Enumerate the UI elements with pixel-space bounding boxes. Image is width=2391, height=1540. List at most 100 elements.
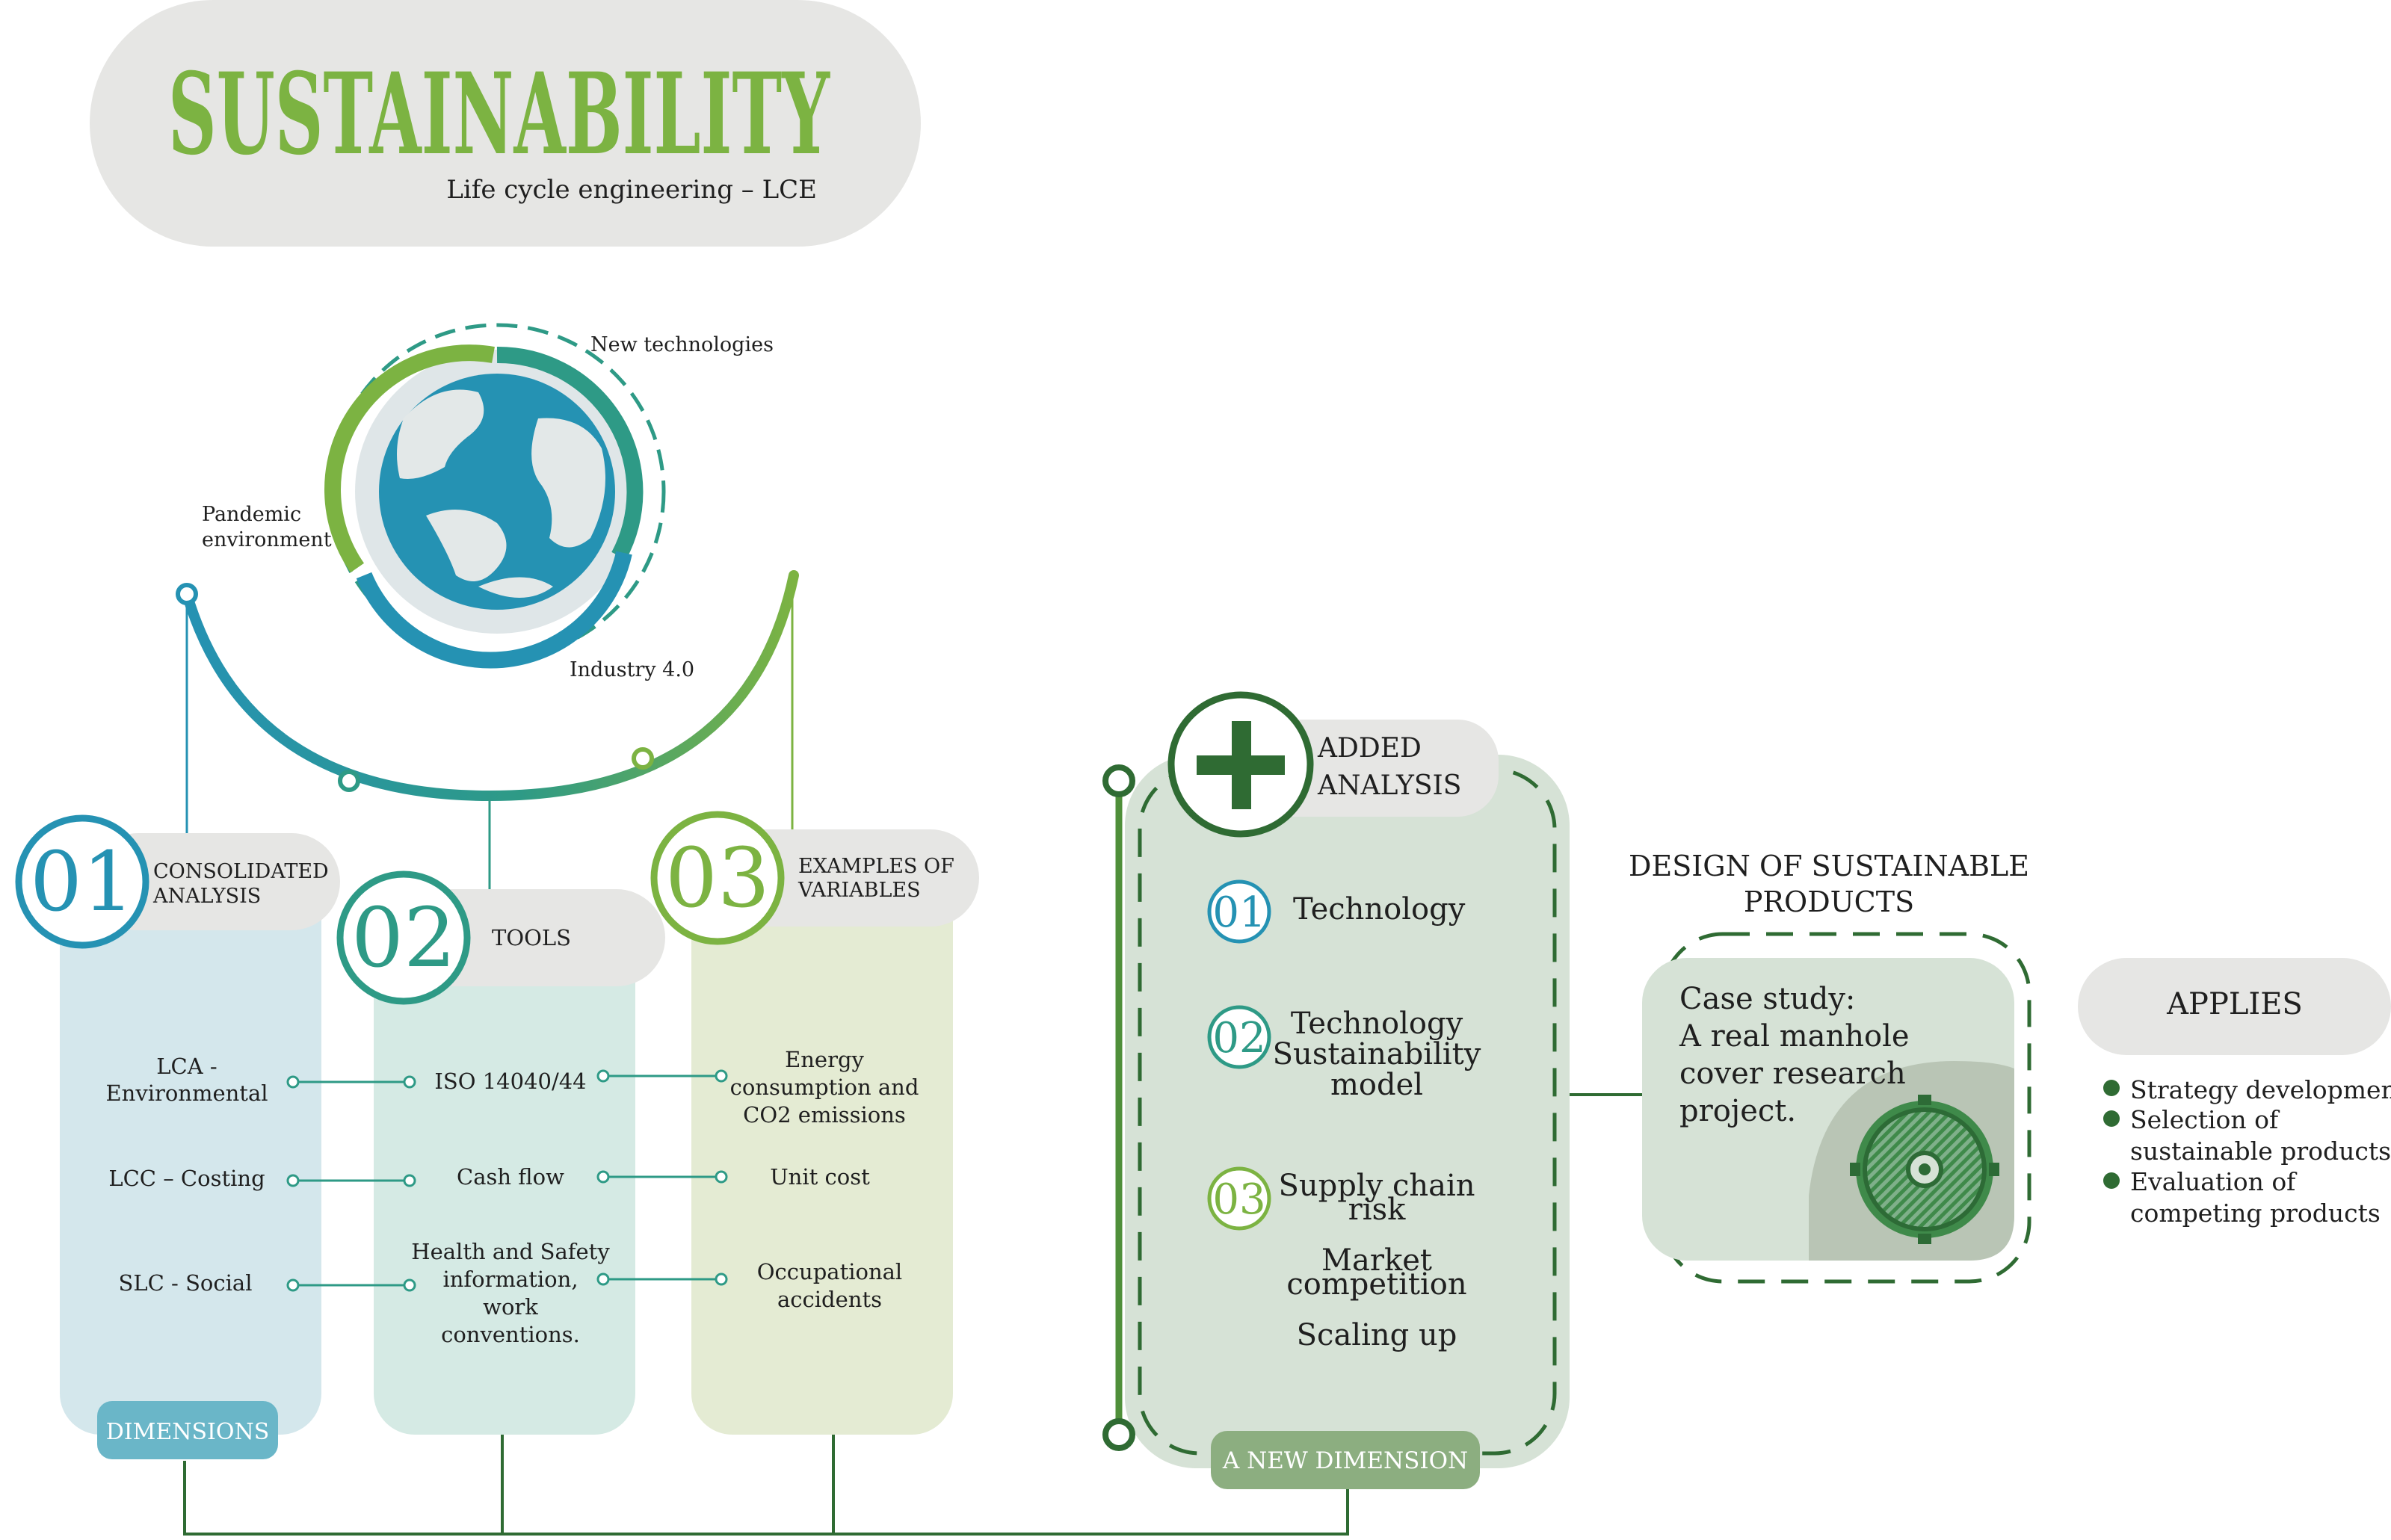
applies-section: APPLIES Strategy development Selection o… — [2078, 958, 2391, 1228]
case-line-4: project. — [1679, 1094, 1796, 1128]
column-tools: 02 TOOLS ISO 14040/44 Cash flow Health a… — [336, 870, 665, 1435]
new-dimension-label: A NEW DIMENSION — [1222, 1447, 1468, 1474]
added-item-2-line-2: Sustainability — [1273, 1037, 1481, 1071]
column-1-title-line2: ANALYSIS — [152, 885, 261, 908]
new-dimension-badge — [1211, 1431, 1480, 1489]
column-2-row-2: Cash flow — [457, 1164, 564, 1190]
column-2-row-3-line-2: information, — [442, 1267, 578, 1292]
header: SUSTAINABILITY Life cycle engineering – … — [90, 0, 921, 247]
column-2-row-3-line-4: conventions. — [441, 1322, 580, 1347]
column-3-row-3-line-1: Occupational — [757, 1259, 902, 1284]
applies-bullet — [2103, 1172, 2120, 1189]
connector-dot — [403, 1174, 416, 1187]
connector-dot — [286, 1075, 300, 1089]
case-line-2: A real manhole — [1679, 1019, 1910, 1054]
column-1-row-1-line-1: LCA - — [156, 1054, 217, 1079]
added-timeline-top-node — [1102, 764, 1135, 797]
page-title: SUSTAINABILITY — [168, 49, 830, 180]
applies-bullet — [2103, 1110, 2120, 1127]
bottom-connector-line — [183, 1461, 1349, 1536]
column-consolidated-analysis: 01 CONSOLIDATED ANALYSIS LCA - Environme… — [15, 814, 340, 1459]
connector-dot — [403, 1278, 416, 1292]
column-1-number-circle — [15, 814, 149, 949]
added-item-3-line-2: risk — [1348, 1193, 1406, 1227]
column-1-title-pill — [90, 833, 340, 930]
added-item-2-line-3: model — [1330, 1068, 1423, 1102]
applies-item-2-line-2: sustainable products — [2130, 1137, 2391, 1166]
bottom-connector — [183, 1435, 1349, 1536]
manhole-cover-icon — [1850, 1095, 1999, 1244]
applies-item-1: Strategy development — [2130, 1075, 2391, 1104]
label-industry: Industry 4.0 — [570, 658, 694, 681]
dimensions-label: DIMENSIONS — [106, 1419, 270, 1445]
column-2-row-3-line-3: work — [483, 1294, 538, 1320]
added-extra-2: Scaling up — [1297, 1318, 1457, 1352]
column-examples-of-variables: 03 EXAMPLES OF VARIABLES Energy consumpt… — [650, 811, 979, 1435]
globe-land-1 — [397, 389, 484, 479]
design-section: DESIGN OF SUSTAINABLE PRODUCTS Case stud… — [1570, 850, 2031, 1284]
arc-node-right — [632, 747, 654, 770]
added-title-line1: ADDED — [1317, 733, 1422, 764]
applies-item-3-line-2: competing products — [2130, 1199, 2381, 1228]
globe-land-2 — [531, 418, 605, 548]
column-1-panel — [60, 870, 321, 1435]
column-2-number: 02 — [351, 890, 456, 986]
connector-dot — [596, 1170, 610, 1184]
added-item-2-number: 02 — [1212, 1014, 1265, 1063]
case-dashed-frame — [1661, 932, 2031, 1284]
column-3-row-2: Unit cost — [770, 1164, 870, 1190]
column-3-title-line1: EXAMPLES OF — [798, 855, 954, 878]
connector-dot — [286, 1278, 300, 1292]
globe-land-3 — [426, 510, 507, 581]
arc-group — [176, 570, 799, 893]
column-2-row-1: ISO 14040/44 — [434, 1069, 586, 1094]
connector-dot — [715, 1069, 728, 1083]
column-3-number: 03 — [665, 830, 770, 926]
column-2-number-circle — [336, 870, 471, 1005]
column-2-title: TOOLS — [492, 925, 571, 950]
column-3-row-1-line-2: consumption and — [730, 1074, 919, 1100]
connector-dot — [403, 1075, 416, 1089]
column-3-title-pill — [714, 829, 979, 927]
added-extra-1-line-1: Market — [1321, 1243, 1432, 1278]
design-title-line2: PRODUCTS — [1744, 885, 1914, 918]
ring-segment-pandemic — [324, 344, 495, 573]
added-title-line2: ANALYSIS — [1317, 770, 1461, 801]
applies-pill — [2078, 958, 2391, 1055]
applies-item-2-line-1: Selection of — [2130, 1105, 2280, 1134]
column-1-row-1-line-2: Environmental — [105, 1080, 268, 1106]
column-3-panel — [691, 870, 953, 1435]
label-pandemic-2: environment — [202, 528, 332, 551]
column-2-row-3-line-1: Health and Safety — [411, 1239, 610, 1264]
dimensions-badge — [97, 1401, 278, 1459]
column-3-row-3-line-2: accidents — [777, 1287, 882, 1312]
globe-land-4 — [478, 577, 553, 598]
applies-bullet — [2103, 1080, 2120, 1096]
added-item-3-circle — [1207, 1166, 1271, 1231]
added-item-1-circle — [1207, 879, 1271, 944]
column-3-number-circle — [650, 811, 785, 945]
ring-segment-industry — [356, 551, 632, 669]
connector-dot — [286, 1174, 300, 1187]
globe-group: New technologies Pandemic environment In… — [202, 323, 774, 681]
arc-node-mid — [338, 770, 360, 792]
added-timeline-bottom-node — [1102, 1418, 1135, 1451]
applies-item-3-line-1: Evaluation of — [2130, 1167, 2298, 1196]
added-item-3-line-1: Supply chain — [1278, 1169, 1475, 1203]
added-item-2-line-1: Technology — [1291, 1006, 1463, 1041]
added-item-1-label: Technology — [1293, 892, 1466, 927]
connector-dot — [715, 1170, 728, 1184]
column-1-title-line1: CONSOLIDATED — [153, 860, 329, 883]
connector-dot — [715, 1272, 728, 1286]
header-pill — [90, 0, 921, 247]
arc-line — [182, 570, 799, 802]
label-new-technologies: New technologies — [590, 333, 774, 356]
added-item-2-circle — [1207, 1005, 1271, 1069]
added-analysis: ADDED ANALYSIS 01 Technology 02 Technolo… — [1102, 691, 1570, 1489]
design-title-line1: DESIGN OF SUSTAINABLE — [1629, 850, 2029, 882]
label-pandemic-1: Pandemic — [202, 503, 301, 526]
arc-node-left — [176, 583, 198, 605]
added-panel — [1125, 755, 1570, 1468]
plus-icon — [1197, 721, 1285, 809]
